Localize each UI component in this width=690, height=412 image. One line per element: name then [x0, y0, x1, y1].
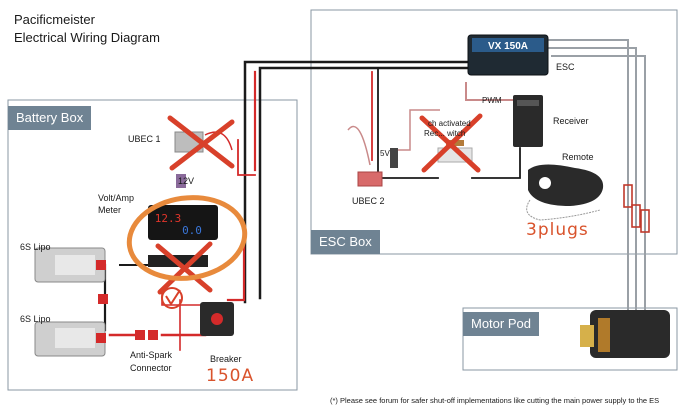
- ubec1-label: UBEC 1: [128, 134, 161, 144]
- page-title: Pacificmeister: [14, 12, 95, 27]
- esc-box-frame: [310, 9, 678, 255]
- volt-amp-label-2: Meter: [98, 205, 122, 215]
- ubec2-label: UBEC 2: [352, 196, 385, 206]
- lipo-bottom-label: 6S Lipo: [20, 314, 51, 324]
- plugs-annotation: 3plugs: [526, 220, 589, 240]
- motor-pod-frame: [462, 307, 678, 371]
- battery-box-label: Battery Box: [8, 106, 92, 130]
- ubec2-unit: [357, 148, 398, 187]
- breaker-rating-annotation: 150A: [206, 366, 255, 386]
- bullet-plug-2: [631, 204, 641, 228]
- anti-spark-connector: [135, 330, 158, 340]
- voltage-5v-label: 5V: [380, 149, 390, 158]
- checkmark-icon: [161, 287, 183, 309]
- volt-amp-meter: 12.3 0.0: [148, 205, 218, 240]
- bullet-plug-1: [623, 184, 633, 208]
- lipo-top: [34, 247, 106, 283]
- meter-highlight-circle: [126, 195, 248, 281]
- battery-box-frame: [7, 99, 298, 391]
- lipo-bottom: [34, 321, 106, 357]
- anti-spark-label-1: Anti-Spark: [130, 350, 173, 360]
- pwm-label: PWM: [482, 96, 502, 105]
- breaker-label: Breaker: [210, 354, 242, 364]
- switch-label-2: Rec... witch: [424, 129, 466, 138]
- xt-connector: [98, 294, 108, 304]
- lipo-top-label: 6S Lipo: [20, 242, 51, 252]
- volt-amp-label-1: Volt/Amp: [98, 193, 135, 203]
- switch-label-1: ch activated: [428, 119, 471, 128]
- breaker-unit: [200, 302, 234, 336]
- motor-unit: [580, 310, 670, 358]
- footnote: (*) Please see forum for safer shut-off …: [330, 396, 660, 405]
- remote-label: Remote: [562, 152, 594, 162]
- motor-phase-wires: [545, 39, 646, 330]
- page-subtitle: Electrical Wiring Diagram: [14, 30, 160, 45]
- voltage-12v-label: 12V: [178, 176, 195, 186]
- cross-ubec1: [167, 115, 235, 171]
- esc-label: ESC: [556, 62, 575, 72]
- remote-unit: [526, 164, 604, 221]
- svg-text:0.0: 0.0: [182, 224, 202, 237]
- pwm-lead: [465, 82, 513, 101]
- receiver-unit: [513, 95, 543, 147]
- ubec2-input-lead: [347, 125, 371, 166]
- esc-box-label: ESC Box: [311, 230, 380, 254]
- anti-spark-label-2: Connector: [130, 363, 172, 373]
- motor-bullet-plugs: [623, 184, 650, 233]
- cross-switch: [419, 113, 483, 173]
- motor-pod-label: Motor Pod: [463, 312, 539, 336]
- esc-unit: VX 150A: [467, 34, 549, 76]
- bullet-plug-3: [640, 209, 650, 233]
- cross-shunt: [155, 241, 213, 295]
- svg-text:12.3: 12.3: [155, 212, 182, 225]
- receiver-label: Receiver: [553, 116, 589, 126]
- ubec2-lead: [395, 109, 440, 151]
- esc-brand: VX 150A: [488, 41, 528, 52]
